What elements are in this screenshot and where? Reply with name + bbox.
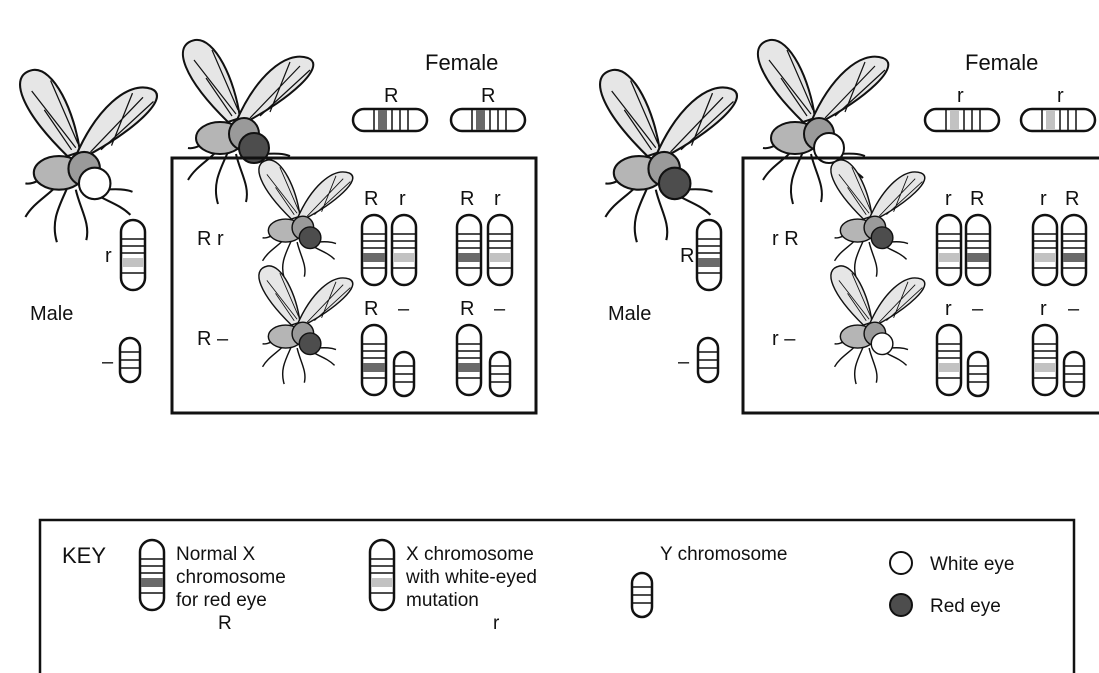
male-fly-white-eye	[20, 70, 157, 242]
red-eye-icon	[299, 333, 321, 355]
offspring-fly-1	[831, 160, 925, 278]
key-item-2-line2: with white-eyed	[405, 567, 537, 588]
female-x-chromosome-1	[925, 109, 999, 131]
offspring-fly-1	[259, 160, 353, 278]
red-eye-icon	[871, 227, 893, 249]
left-cross: Female R R r Male – R r R r R r R –	[20, 40, 536, 413]
chrom-label: R	[1065, 188, 1079, 210]
female-fly-white-eye	[758, 40, 888, 204]
male-x-allele: r	[105, 245, 112, 267]
male-y-label: –	[678, 351, 690, 373]
female-label: Female	[425, 50, 498, 75]
key-title: KEY	[62, 543, 106, 568]
y-chromosome	[490, 352, 510, 396]
female-fly-red-eye	[183, 40, 313, 204]
male-x-chromosome	[697, 220, 721, 290]
offspring-genotype-2: R –	[197, 328, 229, 350]
chrom-label: R	[364, 298, 378, 320]
x-chromosome-red	[1062, 215, 1086, 285]
female-allele-2: R	[481, 85, 495, 107]
y-chromosome	[394, 352, 414, 396]
offspring-genotype-2: r –	[772, 328, 796, 350]
key-x-red-icon	[140, 540, 164, 610]
key-item-1-line2: chromosome	[176, 567, 286, 588]
y-chromosome	[1064, 352, 1084, 396]
female-x-chromosome-2	[451, 109, 525, 131]
key-item-2-line3: mutation	[406, 590, 479, 611]
x-chromosome-white	[937, 215, 961, 285]
white-eye-icon	[871, 333, 893, 355]
offspring-fly-2	[831, 266, 925, 384]
x-chromosome-red	[457, 325, 481, 395]
chrom-label: r	[1040, 188, 1047, 210]
chrom-label: r	[399, 188, 406, 210]
y-chromosome	[968, 352, 988, 396]
chrom-label: R	[364, 188, 378, 210]
x-chromosome-white	[1033, 325, 1057, 395]
female-allele-2: r	[1057, 85, 1064, 107]
key-x-white-icon	[370, 540, 394, 610]
male-label: Male	[608, 303, 651, 325]
red-eye-icon	[299, 227, 321, 249]
male-x-chromosome	[121, 220, 145, 290]
key-y-icon	[632, 573, 652, 617]
key-item-3-label: Y chromosome	[660, 544, 787, 565]
female-allele-1: R	[384, 85, 398, 107]
offspring-genotype-1: r R	[772, 228, 799, 250]
male-y-chromosome	[698, 338, 718, 382]
right-cross: Female r r R Male – r R r R r R r –	[600, 40, 1099, 413]
chrom-label: –	[494, 298, 506, 320]
white-eye-icon	[79, 168, 111, 200]
key-item-1-line1: Normal X	[176, 544, 256, 565]
key-item-2-symbol: r	[493, 613, 500, 634]
x-chromosome-red	[457, 215, 481, 285]
red-eye-icon	[890, 594, 912, 616]
female-label: Female	[965, 50, 1038, 75]
x-chromosome-white	[392, 215, 416, 285]
chrom-label: r	[494, 188, 501, 210]
female-x-chromosome-1	[353, 109, 427, 131]
red-eye-icon	[659, 168, 691, 200]
x-chromosome-white	[937, 325, 961, 395]
male-y-chromosome	[120, 338, 140, 382]
x-chromosome-red	[966, 215, 990, 285]
female-x-chromosome-2	[1021, 109, 1095, 131]
key-box: KEY Normal X chromosome for red eye R X …	[40, 520, 1074, 673]
chrom-label: r	[1040, 298, 1047, 320]
key-item-1-line3: for red eye	[176, 590, 267, 611]
chrom-label: r	[945, 298, 952, 320]
white-eye-icon	[890, 552, 912, 574]
offspring-fly-2	[259, 266, 353, 384]
female-allele-1: r	[957, 85, 964, 107]
male-x-allele: R	[680, 245, 694, 267]
chrom-label: –	[398, 298, 410, 320]
key-item-5-label: Red eye	[930, 596, 1001, 617]
chrom-label: –	[1068, 298, 1080, 320]
male-fly-red-eye	[600, 70, 737, 242]
x-chromosome-red	[362, 325, 386, 395]
chrom-label: R	[460, 298, 474, 320]
x-chromosome-white	[1033, 215, 1057, 285]
offspring-genotype-1: R r	[197, 228, 224, 250]
x-chromosome-red	[362, 215, 386, 285]
chrom-label: r	[945, 188, 952, 210]
key-item-2-line1: X chromosome	[406, 544, 534, 565]
male-label: Male	[30, 303, 73, 325]
chrom-label: –	[972, 298, 984, 320]
x-chromosome-white	[488, 215, 512, 285]
chrom-label: R	[970, 188, 984, 210]
key-item-4-label: White eye	[930, 554, 1014, 575]
male-y-label: –	[102, 351, 114, 373]
key-item-1-symbol: R	[218, 613, 232, 634]
chrom-label: R	[460, 188, 474, 210]
